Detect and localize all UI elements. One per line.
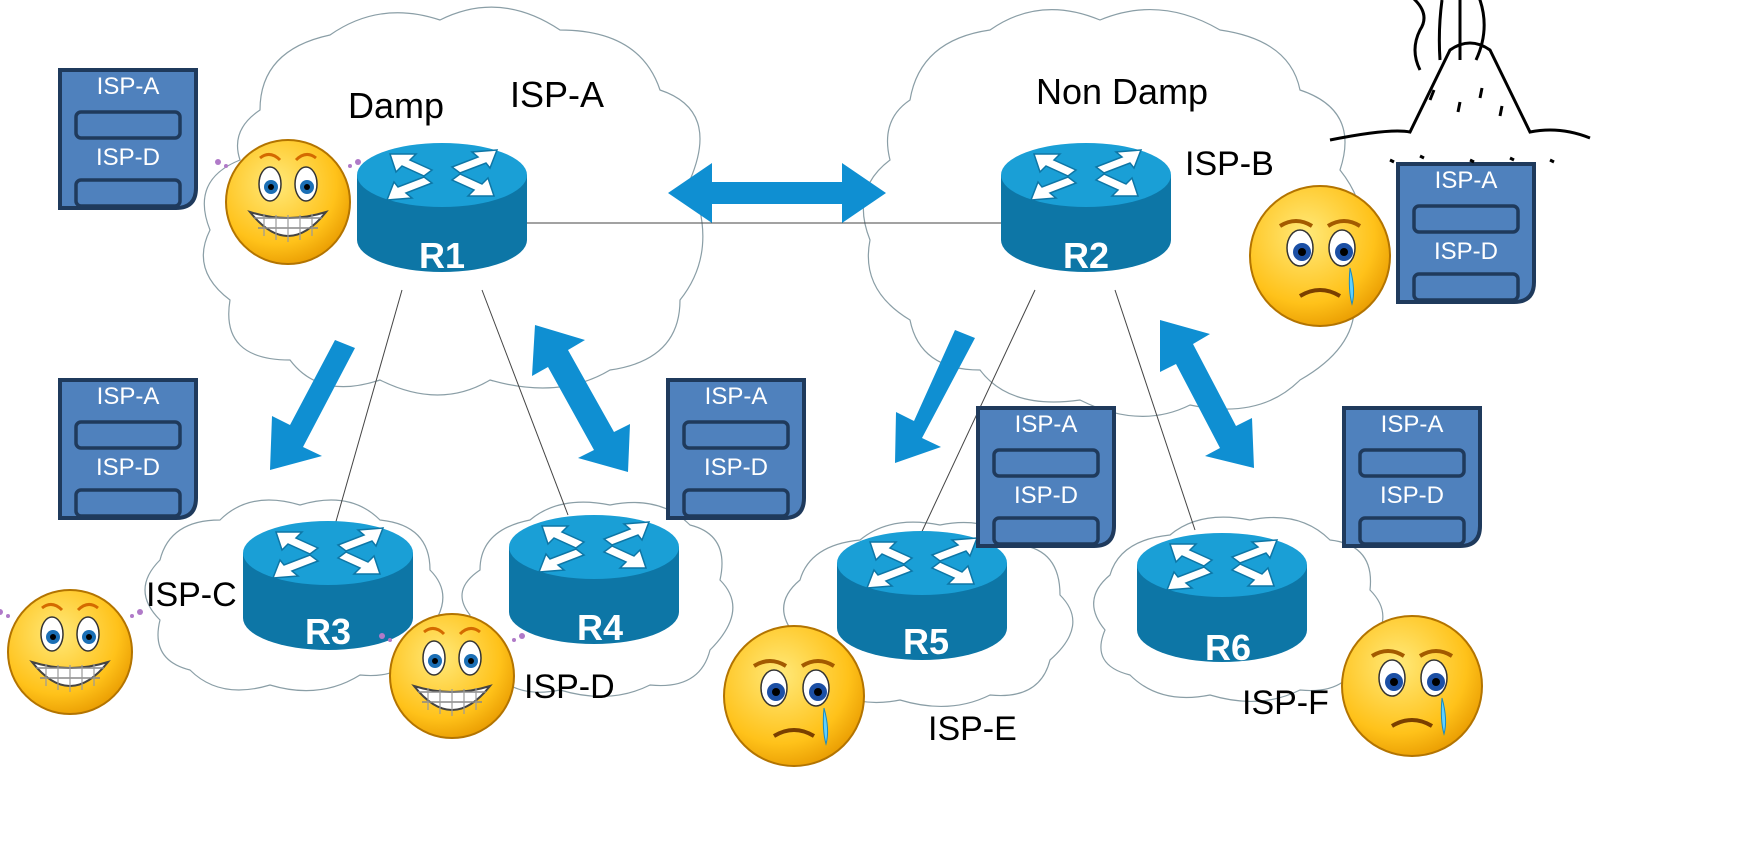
- happy-face-icon: [0, 588, 145, 716]
- route-table-4-row2: ISP-D: [1014, 482, 1078, 509]
- router-r4-label: R4: [577, 607, 623, 648]
- route-table-5-row1: ISP-A: [1381, 411, 1444, 438]
- route-table-5-row2: ISP-D: [1380, 482, 1444, 509]
- isp-e-label: ISP-E: [928, 710, 1017, 748]
- route-table-6-row1: ISP-A: [1435, 167, 1498, 194]
- crying-face-icon: [1340, 614, 1484, 758]
- damp-label: Damp: [348, 85, 444, 126]
- router-r5-label: R5: [903, 621, 949, 662]
- route-table-1-row1: ISP-A: [97, 73, 160, 100]
- link-r2-r6: [1114, 289, 1196, 531]
- route-table-3-row2: ISP-D: [704, 454, 768, 481]
- non-damp-label: Non Damp: [1036, 71, 1208, 112]
- arrow-r1-r2: [668, 163, 886, 223]
- route-table-1-row2: ISP-D: [96, 144, 160, 171]
- router-r1-label: R1: [419, 235, 465, 276]
- route-table-6-row2: ISP-D: [1434, 238, 1498, 265]
- crying-face-icon: [722, 624, 866, 768]
- router-r6-label: R6: [1205, 627, 1251, 668]
- route-table-2-row2: ISP-D: [96, 454, 160, 481]
- isp-c-label: ISP-C: [146, 576, 237, 614]
- isp-b-label: ISP-B: [1185, 145, 1274, 183]
- link-r1-r4: [481, 289, 569, 516]
- router-r3-label: R3: [305, 611, 351, 652]
- route-table-2-row1: ISP-A: [97, 383, 160, 410]
- router-r2-label: R2: [1063, 235, 1109, 276]
- isp-d-label: ISP-D: [524, 668, 615, 706]
- isp-f-label: ISP-F: [1242, 684, 1329, 722]
- route-table-3-row1: ISP-A: [705, 383, 768, 410]
- arrow-r1-r4: [532, 325, 630, 472]
- arrow-r2-r6: [1160, 320, 1254, 468]
- arrow-r1-r3: [270, 340, 355, 470]
- isp-a-label: ISP-A: [510, 74, 604, 115]
- route-table-4-row1: ISP-A: [1015, 411, 1078, 438]
- arrow-r2-r5: [895, 330, 975, 463]
- crying-face-icon: [1248, 184, 1392, 328]
- link-r1-r3: [324, 289, 403, 561]
- volcano-icon: [1328, 0, 1592, 164]
